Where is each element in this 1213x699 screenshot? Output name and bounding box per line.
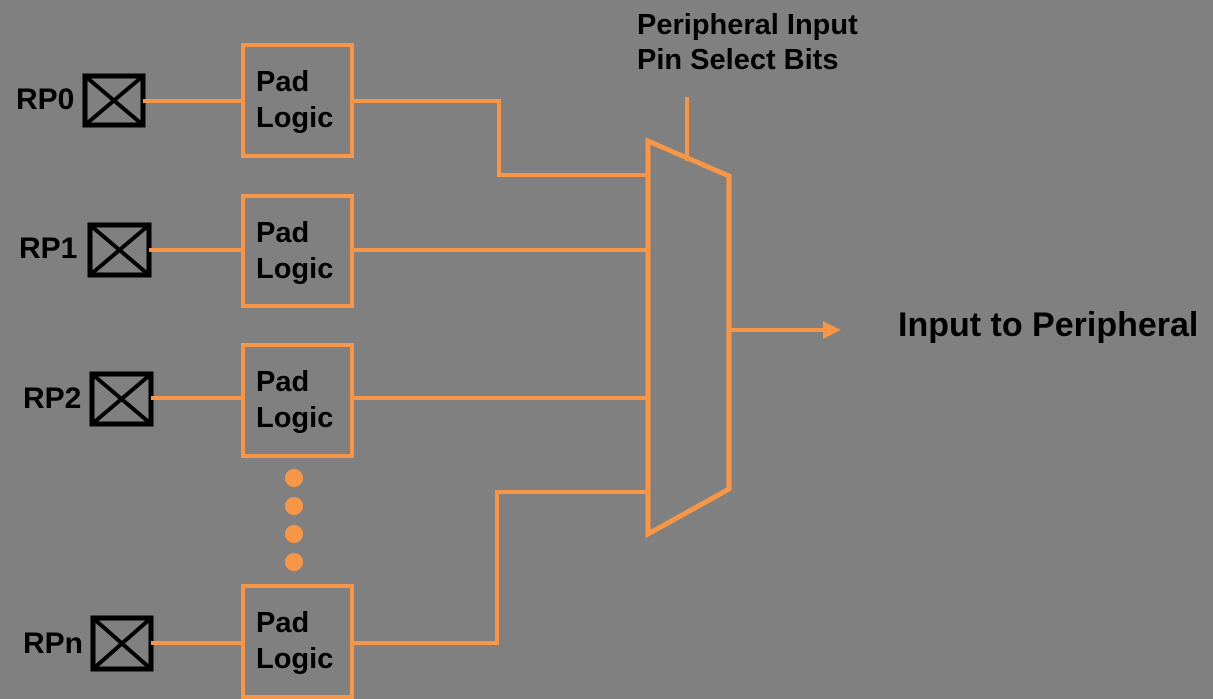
pad-logic-label-line2: Logic — [256, 643, 334, 675]
select-bits-heading-line1: Peripheral Input — [637, 9, 858, 41]
pad-logic-label-line2: Logic — [256, 402, 334, 434]
pad-logic-label-line1: Pad — [256, 366, 310, 398]
select-bits-heading-line2: Pin Select Bits — [637, 44, 839, 76]
wire-padlogic0-to-mux — [352, 99, 650, 177]
pad-x-rp1 — [88, 223, 151, 277]
io-pad-x-box-icon — [87, 222, 152, 278]
ellipsis-dot — [285, 469, 303, 487]
vertical-ellipsis-dots — [285, 469, 303, 571]
pad-logic-label: Pad Logic — [256, 364, 333, 436]
ellipsis-dot — [285, 553, 303, 571]
pad-logic-label: Pad Logic — [256, 64, 333, 136]
pad-logic-box-rp2 — [241, 343, 354, 458]
pad-logic-label-line1: Pad — [256, 66, 310, 98]
multiplexer-trapezoid — [645, 137, 732, 539]
io-pad-x-box-icon — [90, 615, 154, 672]
io-pad-x-box-icon — [82, 73, 146, 128]
pin-label-rp2: RP2 — [23, 382, 82, 415]
output-arrow-head — [823, 321, 841, 339]
pad-logic-label-line1: Pad — [256, 607, 310, 639]
pin-label-rp0: RP0 — [16, 83, 75, 116]
pad-x-rp0 — [83, 74, 145, 127]
pad-logic-label: Pad Logic — [256, 215, 333, 287]
pad-logic-label: Pad Logic — [256, 605, 333, 677]
pad-logic-label-line2: Logic — [256, 253, 334, 285]
output-arrow — [731, 321, 841, 339]
pin-label-rp1: RP1 — [19, 232, 78, 265]
pad-x-rp2 — [90, 372, 153, 426]
pin-label-rpn: RPn — [23, 627, 83, 660]
pad-logic-label-line1: Pad — [256, 217, 310, 249]
pad-x-rpn — [91, 616, 153, 671]
ellipsis-dot — [285, 497, 303, 515]
wire-padlogicn-to-mux — [352, 490, 650, 645]
pad-logic-label-line2: Logic — [256, 102, 334, 134]
io-pad-x-box-icon — [89, 371, 154, 427]
output-label: Input to Peripheral — [898, 306, 1199, 344]
ellipsis-dot — [285, 525, 303, 543]
select-bits-heading: Peripheral Input Pin Select Bits — [637, 8, 858, 78]
